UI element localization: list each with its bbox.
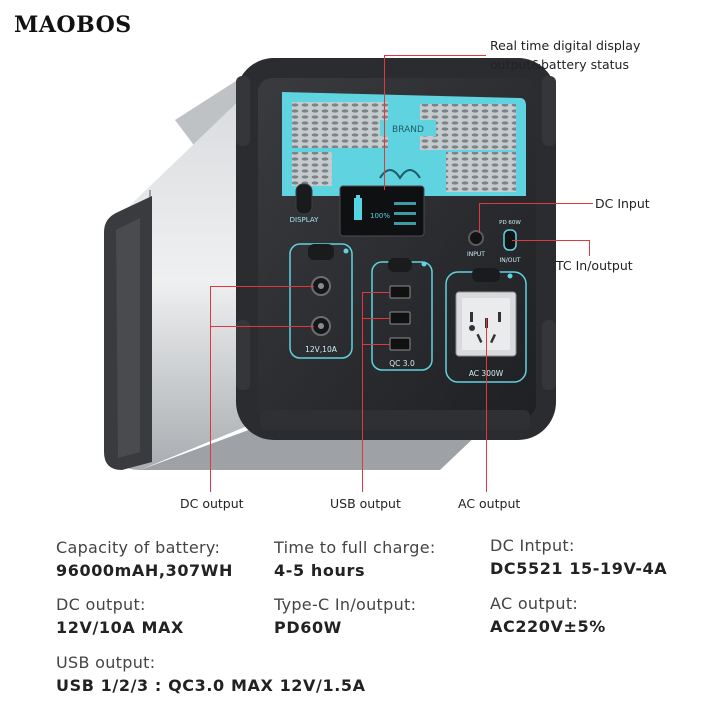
lcd-screen [339, 185, 425, 237]
spec-usb-output: USB output: USB 1/2/3 : QC3.0 MAX 12V/1.… [56, 653, 366, 695]
spec-ac-output: AC output: AC220V±5% [490, 594, 606, 636]
spec-charge-time-label: Time to full charge: [274, 538, 436, 557]
usb-port-label: QC 3.0 [389, 359, 415, 368]
spec-charge-time: Time to full charge: 4-5 hours [274, 538, 436, 580]
spec-dc-input-label: DC Intput: [490, 536, 575, 555]
display-button [295, 183, 313, 215]
spec-typec-label: Type-C In/output: [274, 595, 417, 614]
spec-dc-output: DC output: 12V/10A MAX [56, 595, 184, 637]
spec-typec-value: PD60W [274, 618, 342, 637]
spec-dc-input: DC Intput: DC5521 15-19V-4A [490, 536, 667, 578]
callout-ac-output: AC output [458, 496, 521, 511]
line-usb-v [362, 292, 363, 492]
dc-port-label: 12V,10A [305, 345, 338, 354]
line-tc-v [589, 240, 590, 256]
spec-dc-output-value: 12V/10A MAX [56, 618, 184, 637]
usb-port-1 [389, 285, 411, 299]
usb-port-3 [389, 337, 411, 351]
callout-dc-output: DC output [180, 496, 244, 511]
line-display-h [384, 55, 486, 56]
spec-capacity-label: Capacity of battery: [56, 538, 221, 557]
line-tc-h [512, 240, 590, 241]
input-label: INPUT [467, 251, 485, 258]
line-dcin-v [479, 203, 480, 233]
spec-dc-input-value: DC5521 15-19V-4A [490, 559, 668, 578]
line-usb-h3 [362, 344, 390, 345]
power-station-illustration: BRAND DISPLAY 100% INPUT PD 60W IN/OUT 1… [104, 58, 556, 470]
line-dcin-h [479, 203, 593, 204]
line-usb-h2 [362, 318, 390, 319]
pd-label: PD 60W [499, 220, 521, 226]
lcd-percent: 100% [370, 212, 390, 220]
dc-input-port [468, 230, 484, 246]
spec-usb-output-value: USB 1/2/3 : QC3.0 MAX 12V/1.5A [56, 676, 366, 695]
line-dcout-v [210, 286, 211, 492]
line-dcout-h2 [210, 326, 314, 327]
spec-usb-output-label: USB output: [56, 653, 156, 672]
callout-dc-input: DC Input [595, 196, 650, 211]
line-ac-v [486, 318, 487, 492]
callout-display: Real time digital display output&battery… [490, 36, 640, 74]
spec-typec: Type-C In/output: PD60W [274, 595, 416, 637]
usb-port-2 [389, 311, 411, 325]
spec-ac-output-value: AC220V±5% [490, 617, 606, 636]
in-out-label: IN/OUT [499, 257, 520, 264]
callout-usb-output: USB output [330, 496, 401, 511]
brand-logo: MAOBOS [14, 12, 132, 38]
line-dcout-h1 [210, 286, 314, 287]
display-label: DISPLAY [290, 216, 319, 224]
spec-dc-output-label: DC output: [56, 595, 146, 614]
spec-capacity: Capacity of battery: 96000mAH,307WH [56, 538, 233, 580]
callout-display-line1: Real time digital display [490, 38, 641, 53]
device-brand-text: BRAND [392, 125, 424, 135]
spec-capacity-value: 96000mAH,307WH [56, 561, 234, 580]
line-usb-h1 [362, 292, 390, 293]
callout-tc: TC In/output [556, 258, 633, 273]
callout-display-line2: output&battery status [490, 57, 629, 72]
line-display-v [384, 55, 385, 190]
spec-ac-output-label: AC output: [490, 594, 579, 613]
spec-charge-time-value: 4-5 hours [274, 561, 366, 580]
